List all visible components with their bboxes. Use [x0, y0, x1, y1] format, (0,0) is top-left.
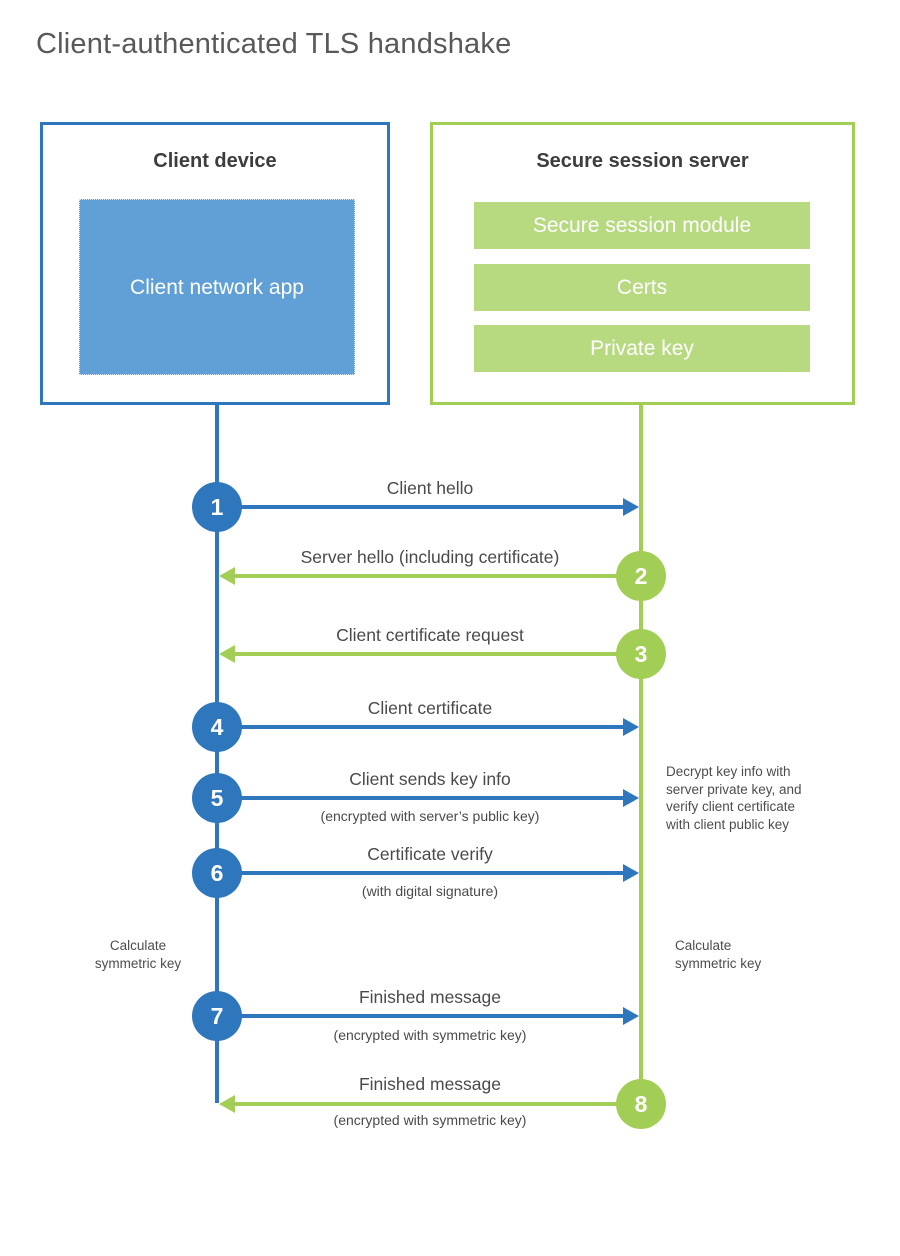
- server-module-private-key: Private key: [474, 325, 810, 372]
- message-sublabel: (encrypted with server’s public key): [320, 808, 540, 824]
- client-network-app-label: Client network app: [130, 275, 304, 299]
- page-title: Client-authenticated TLS handshake: [36, 28, 512, 60]
- arrowhead-left-icon: [219, 567, 235, 585]
- step-circle-5: 5: [192, 773, 242, 823]
- step-number: 3: [634, 640, 648, 667]
- step-number: 4: [210, 713, 224, 740]
- client-device-title: Client device: [153, 150, 277, 172]
- step-circle-2: 2: [616, 551, 666, 601]
- message-label: Client hello: [386, 478, 474, 498]
- arrowhead-left-icon: [219, 645, 235, 663]
- step-number: 7: [210, 1002, 224, 1029]
- step-number: 1: [210, 493, 224, 520]
- server-lifeline: [639, 405, 643, 1080]
- step-circle-7: 7: [192, 991, 242, 1041]
- server-module-secure-session: Secure session module: [474, 202, 810, 249]
- step-number: 2: [634, 562, 648, 589]
- arrow-line: [217, 725, 624, 729]
- message-label: Finished message: [358, 987, 502, 1007]
- message-label: Finished message: [358, 1074, 502, 1094]
- secure-session-server-box: Secure session server Secure session mod…: [430, 122, 855, 405]
- arrow-line: [234, 574, 641, 578]
- step-circle-1: 1: [192, 482, 242, 532]
- arrowhead-left-icon: [219, 1095, 235, 1113]
- calculate-symmetric-key-note-server: Calculate symmetric key: [675, 938, 762, 971]
- step-number: 6: [210, 859, 224, 886]
- client-device-box: Client device Client network app: [40, 122, 390, 405]
- arrowhead-right-icon: [623, 718, 639, 736]
- secure-session-server-title: Secure session server: [536, 150, 749, 172]
- calculate-symmetric-key-note-client: Calculate symmetric key: [94, 938, 182, 971]
- arrow-line: [234, 652, 641, 656]
- decrypt-key-note: Decrypt key info with server private key…: [666, 764, 802, 832]
- arrowhead-right-icon: [623, 789, 639, 807]
- arrowhead-right-icon: [623, 864, 639, 882]
- message-label: Client sends key info: [349, 769, 511, 789]
- message-sublabel: (encrypted with symmetric key): [333, 1027, 527, 1043]
- message-label: Client certificate request: [336, 625, 524, 645]
- step-circle-3: 3: [616, 629, 666, 679]
- message-label: Certificate verify: [367, 844, 493, 864]
- server-module-certs: Certs: [474, 264, 810, 311]
- client-lifeline: [215, 405, 219, 1103]
- message-sublabel: (encrypted with symmetric key): [333, 1112, 527, 1128]
- message-label: Client certificate: [367, 698, 493, 718]
- step-circle-6: 6: [192, 848, 242, 898]
- arrow-line: [217, 1014, 624, 1018]
- arrow-line: [234, 1102, 641, 1106]
- arrowhead-right-icon: [623, 1007, 639, 1025]
- message-sublabel: (with digital signature): [361, 883, 499, 899]
- message-label: Server hello (including certificate): [300, 547, 560, 567]
- step-circle-4: 4: [192, 702, 242, 752]
- arrow-line: [217, 796, 624, 800]
- step-number: 8: [634, 1090, 648, 1117]
- step-number: 5: [210, 784, 224, 811]
- client-network-app-box: Client network app: [79, 199, 355, 375]
- arrow-line: [217, 871, 624, 875]
- arrowhead-right-icon: [623, 498, 639, 516]
- arrow-line: [217, 505, 624, 509]
- step-circle-8: 8: [616, 1079, 666, 1129]
